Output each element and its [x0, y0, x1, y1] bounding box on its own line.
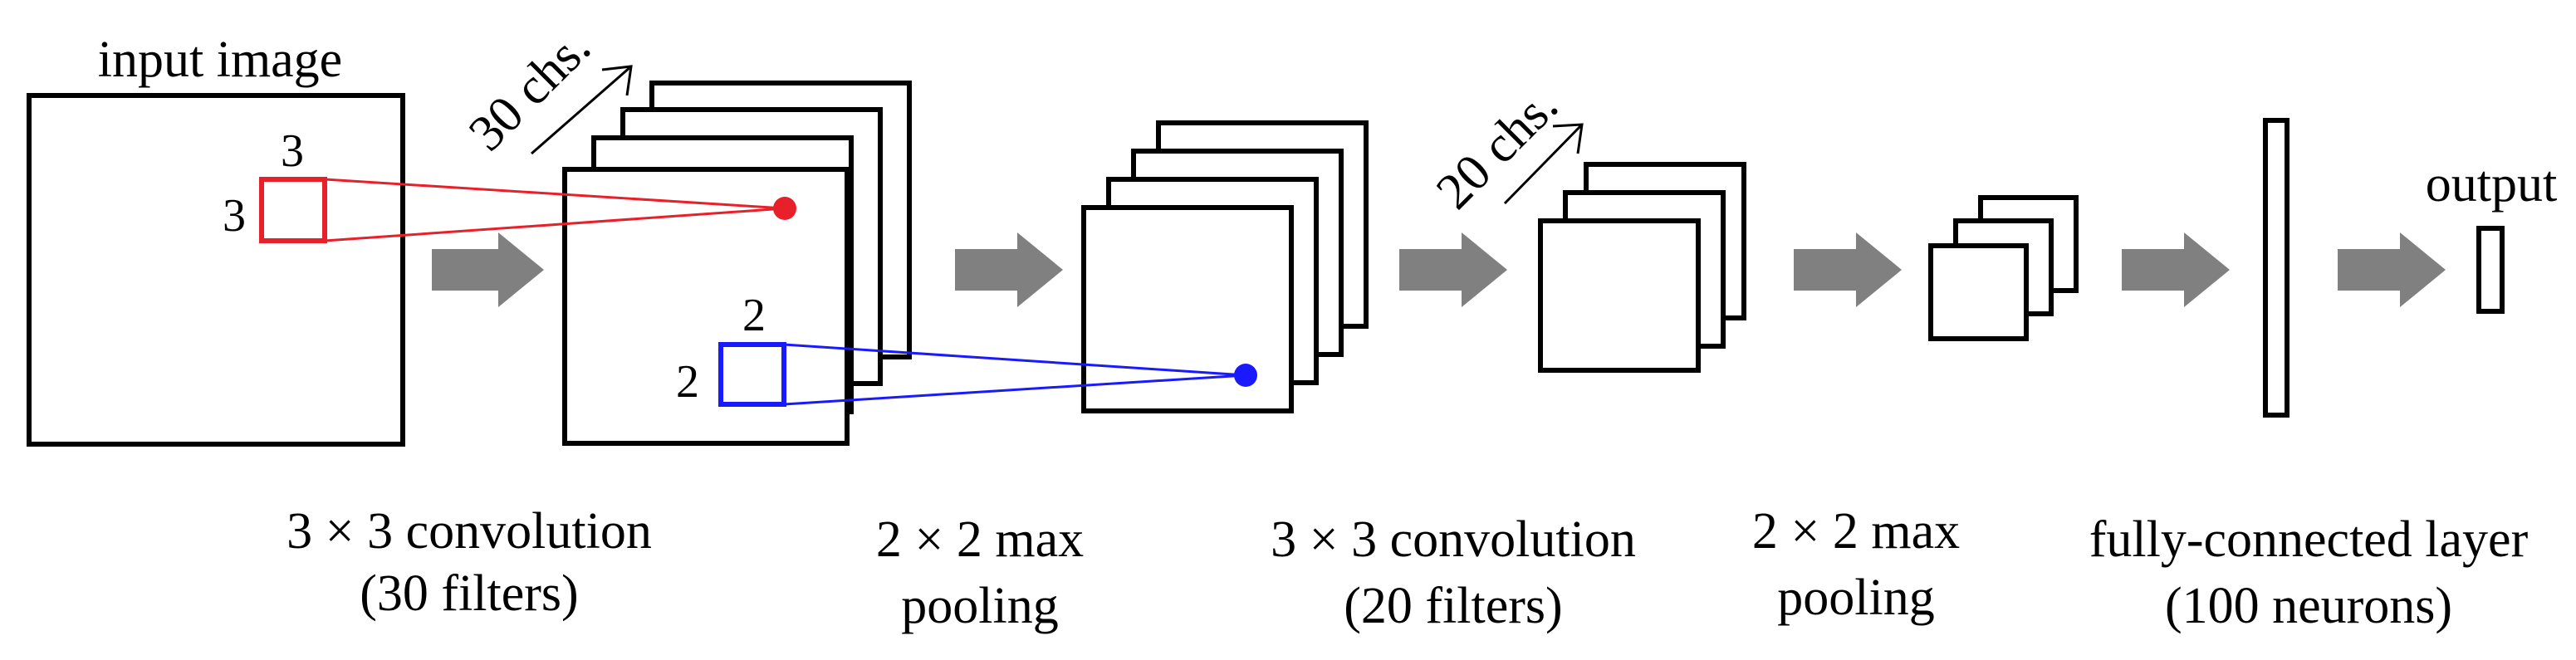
kernel-3x3-width-label: 3 [281, 125, 304, 177]
stage-2-caption-line1: 2 × 2 max [876, 511, 1084, 568]
pool-2x2-width-label: 2 [742, 290, 766, 341]
pool-2x2-box [718, 342, 786, 407]
output-bar [2476, 226, 2505, 314]
flow-arrow-3 [1399, 232, 1507, 307]
stage-2-caption-line2: pooling [901, 578, 1058, 634]
output-label: output [2426, 156, 2557, 213]
flow-arrow-2 [955, 232, 1063, 307]
pool-2x2-height-label: 2 [676, 356, 699, 408]
pool2-front-map [1928, 243, 2029, 341]
kernel-3x3-height-label: 3 [223, 190, 246, 242]
stage-3-caption-line2: (20 filters) [1344, 578, 1562, 634]
flow-arrow-6 [2338, 232, 2446, 307]
flow-arrow-1 [432, 232, 544, 307]
kernel-3x3-box [259, 177, 327, 243]
input-image-frame [27, 93, 405, 447]
stage-4-caption-line2: pooling [1777, 570, 1934, 626]
input-image-block: input image 3 3 [27, 32, 405, 447]
conv-projection [324, 178, 796, 242]
stage-captions: 3 × 3 convolution (30 filters) 2 × 2 max… [286, 503, 2528, 634]
pool-output-dot [1234, 364, 1257, 387]
flow-arrow-4 [1794, 232, 1902, 307]
pool1-front-map [1081, 205, 1294, 413]
channels-indicator-2: 20 chs. [1426, 77, 1584, 220]
output-block: output [2426, 156, 2557, 314]
fully-connected-layer-bar [2263, 118, 2290, 418]
stage-4-caption-line1: 2 × 2 max [1752, 503, 1960, 560]
conv-output-dot [773, 197, 796, 220]
pool2-feature-maps [1928, 195, 2079, 341]
channels-label-30: 30 chs. [458, 19, 601, 162]
pool-projection [783, 343, 1257, 406]
input-image-label: input image [98, 32, 342, 88]
pool1-feature-maps [1081, 120, 1369, 413]
stage-1-caption-line2: (30 filters) [360, 565, 578, 622]
stage-1-caption-line1: 3 × 3 convolution [286, 503, 652, 560]
conv2-feature-maps [1538, 162, 1746, 373]
stage-5-caption-line1: fully-connected layer [2089, 511, 2529, 568]
channels-label-20: 20 chs. [1426, 77, 1569, 220]
stage-5-caption-line2: (100 neurons) [2165, 578, 2452, 634]
flow-arrow-5 [2122, 232, 2230, 307]
conv1-feature-maps: 2 2 [562, 81, 912, 446]
conv2-front-map [1538, 218, 1701, 373]
stage-3-caption-line1: 3 × 3 convolution [1271, 511, 1636, 568]
